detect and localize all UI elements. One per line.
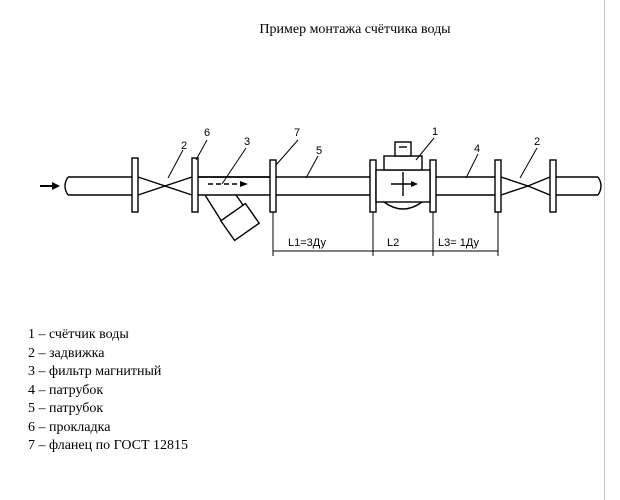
callout-label: 3	[244, 136, 250, 148]
callout-label: 4	[474, 143, 480, 155]
pipe	[64, 176, 602, 196]
dimension-lines	[272, 212, 499, 256]
gate-valve-right	[494, 159, 557, 213]
callout-label: 2	[181, 140, 187, 152]
leader-lines	[167, 137, 538, 185]
page-edge-line	[604, 0, 605, 500]
legend-item: 6 – прокладка	[28, 419, 111, 435]
dimension-label-l1: L1=3Ду	[288, 237, 326, 249]
magnetic-filter	[198, 176, 270, 242]
legend-item: 1 – счётчик воды	[28, 327, 129, 342]
callout-label: 2	[534, 136, 540, 148]
legend-item: 2 – задвижка	[28, 345, 105, 361]
callout-label: 6	[204, 127, 210, 139]
flange	[269, 159, 277, 213]
callout-label: 7	[294, 127, 300, 139]
callout-label: 5	[316, 145, 322, 157]
dimension-label-l2: L2	[387, 237, 399, 249]
flow-arrow	[40, 182, 60, 190]
dimension-label-l3: L3= 1Ду	[438, 237, 480, 249]
legend-item: 7 – фланец по ГОСТ 12815	[28, 438, 189, 453]
legend-item: 4 – патрубок	[28, 382, 104, 398]
callout-label: 1	[432, 126, 438, 138]
diagram-title: Пример монтажа счётчика воды	[259, 22, 451, 37]
legend-item: 5 – патрубок	[28, 401, 104, 416]
legend-item: 3 – фильтр магнитный	[28, 364, 162, 379]
water-meter	[369, 141, 437, 213]
legend-list: 1 – счётчик воды 2 – задвижка 3 – фильтр…	[28, 326, 188, 456]
gate-valve-left	[131, 157, 199, 213]
